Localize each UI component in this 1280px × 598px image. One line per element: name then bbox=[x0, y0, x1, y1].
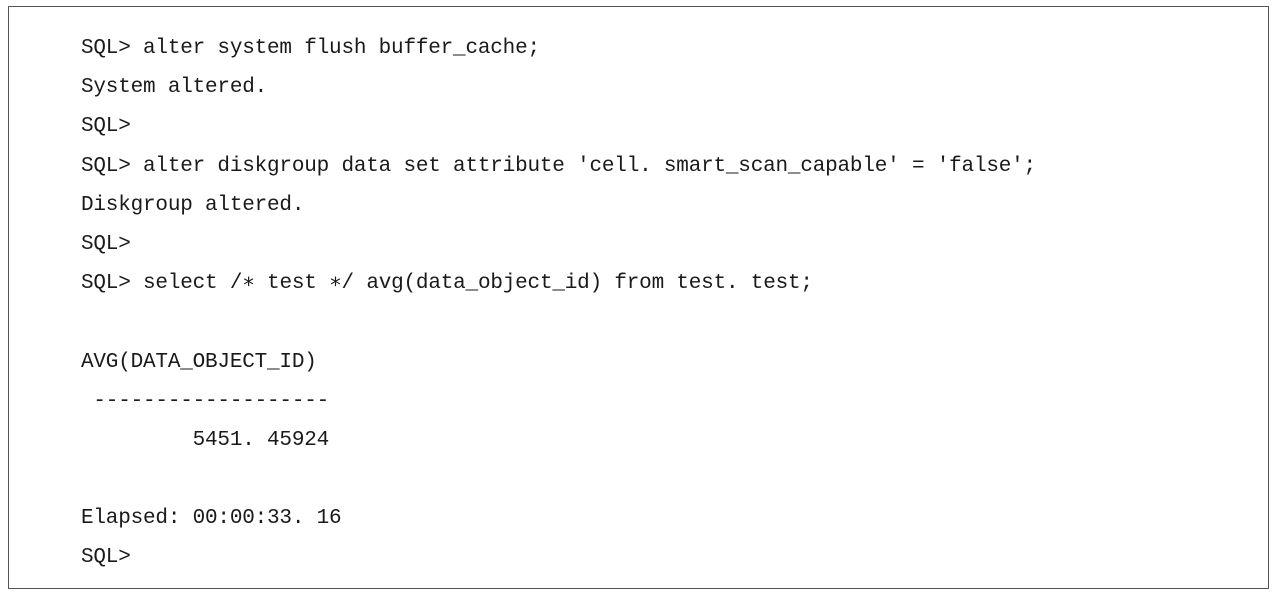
console-line bbox=[81, 460, 1248, 499]
console-line: ------------------- bbox=[81, 389, 330, 413]
sql-console-text: SQL> alter system flush buffer_cache; Sy… bbox=[81, 29, 1248, 578]
console-line bbox=[81, 303, 1248, 342]
console-line: SQL> bbox=[81, 546, 131, 570]
sql-output-frame: SQL> alter system flush buffer_cache; Sy… bbox=[8, 6, 1269, 589]
console-line: Diskgroup altered. bbox=[81, 193, 305, 217]
console-line: System altered. bbox=[81, 76, 268, 100]
console-line: AVG(DATA_OBJECT_ID) bbox=[81, 350, 317, 374]
console-line: SQL> alter diskgroup data set attribute … bbox=[81, 154, 1036, 178]
console-line: SQL> bbox=[81, 232, 131, 256]
console-line: SQL> select /∗ test ∗/ avg(data_object_i… bbox=[81, 272, 813, 296]
console-line: Elapsed: 00:00:33. 16 bbox=[81, 507, 342, 531]
console-line: SQL> alter system flush buffer_cache; bbox=[81, 37, 540, 60]
console-line: 5451. 45924 bbox=[81, 428, 330, 452]
console-line: SQL> bbox=[81, 115, 131, 139]
